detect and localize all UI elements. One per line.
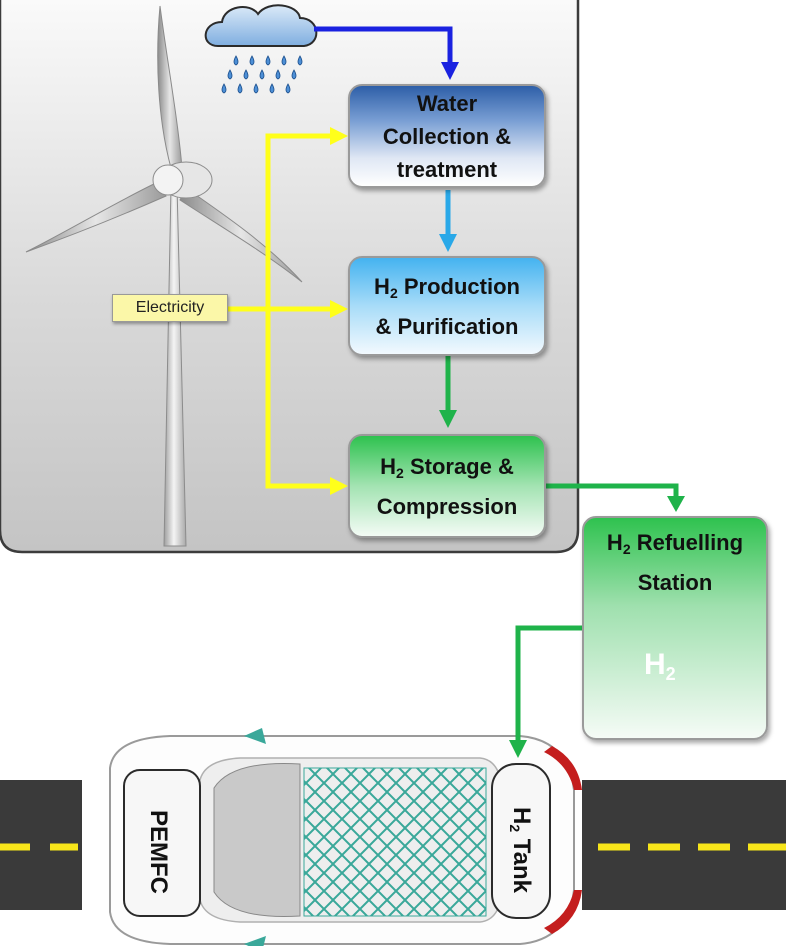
electricity-arrows — [228, 133, 332, 489]
electricity-label: Electricity — [112, 294, 228, 322]
pump-h2-label: H2 — [644, 648, 676, 691]
production-box-line2: & Purification — [375, 313, 519, 339]
water-to-production-arrow — [439, 190, 457, 252]
rain-to-water-arrow — [314, 26, 453, 64]
h2-refuelling-station-box: H2 Refuelling Station — [582, 516, 768, 740]
pump-h: H — [644, 648, 666, 681]
electricity-arrowheads — [330, 127, 348, 495]
station-box-line2: Station — [637, 570, 713, 595]
pemfc-label: PEMFC — [145, 810, 172, 894]
storage-rest: Storage & — [403, 453, 514, 479]
storage-sub: 2 — [396, 464, 404, 481]
water-box-line1: Water — [416, 90, 478, 116]
storage-box-line2: Compression — [376, 493, 518, 519]
storage-box-line1: H2 Storage & — [380, 450, 514, 490]
production-box-line1: H2 Production — [374, 270, 520, 310]
station-rest: Refuelling — [630, 530, 744, 555]
station-h: H — [606, 530, 623, 555]
h2-storage-box: H2 Storage & Compression — [348, 434, 546, 538]
water-box-line2: Collection & — [382, 123, 512, 149]
rain-cloud-icon — [204, 4, 318, 94]
storage-to-station-arrow — [546, 483, 685, 512]
wind-turbine-icon — [25, 5, 303, 547]
h2-production-box: H2 Production & Purification — [348, 256, 546, 356]
production-h: H — [374, 273, 390, 299]
fuel-cell-car — [82, 728, 582, 946]
pump-sub: 2 — [665, 664, 676, 684]
tank-h: H — [508, 806, 535, 825]
station-sub: 2 — [622, 541, 631, 557]
tank-sub: 2 — [507, 824, 523, 833]
station-box-line1: H2 Refuelling — [607, 526, 743, 566]
h2-tank-label: H2 Tank — [507, 805, 535, 895]
water-box-line3: treatment — [396, 156, 498, 182]
tank-rest: Tank — [508, 832, 535, 894]
production-sub: 2 — [389, 284, 398, 301]
storage-h: H — [380, 453, 397, 479]
station-to-tank-arrow — [509, 625, 582, 758]
production-to-storage-arrow — [439, 356, 457, 428]
production-rest: Production — [397, 273, 520, 299]
water-collection-box: Water Collection & treatment — [348, 84, 546, 188]
